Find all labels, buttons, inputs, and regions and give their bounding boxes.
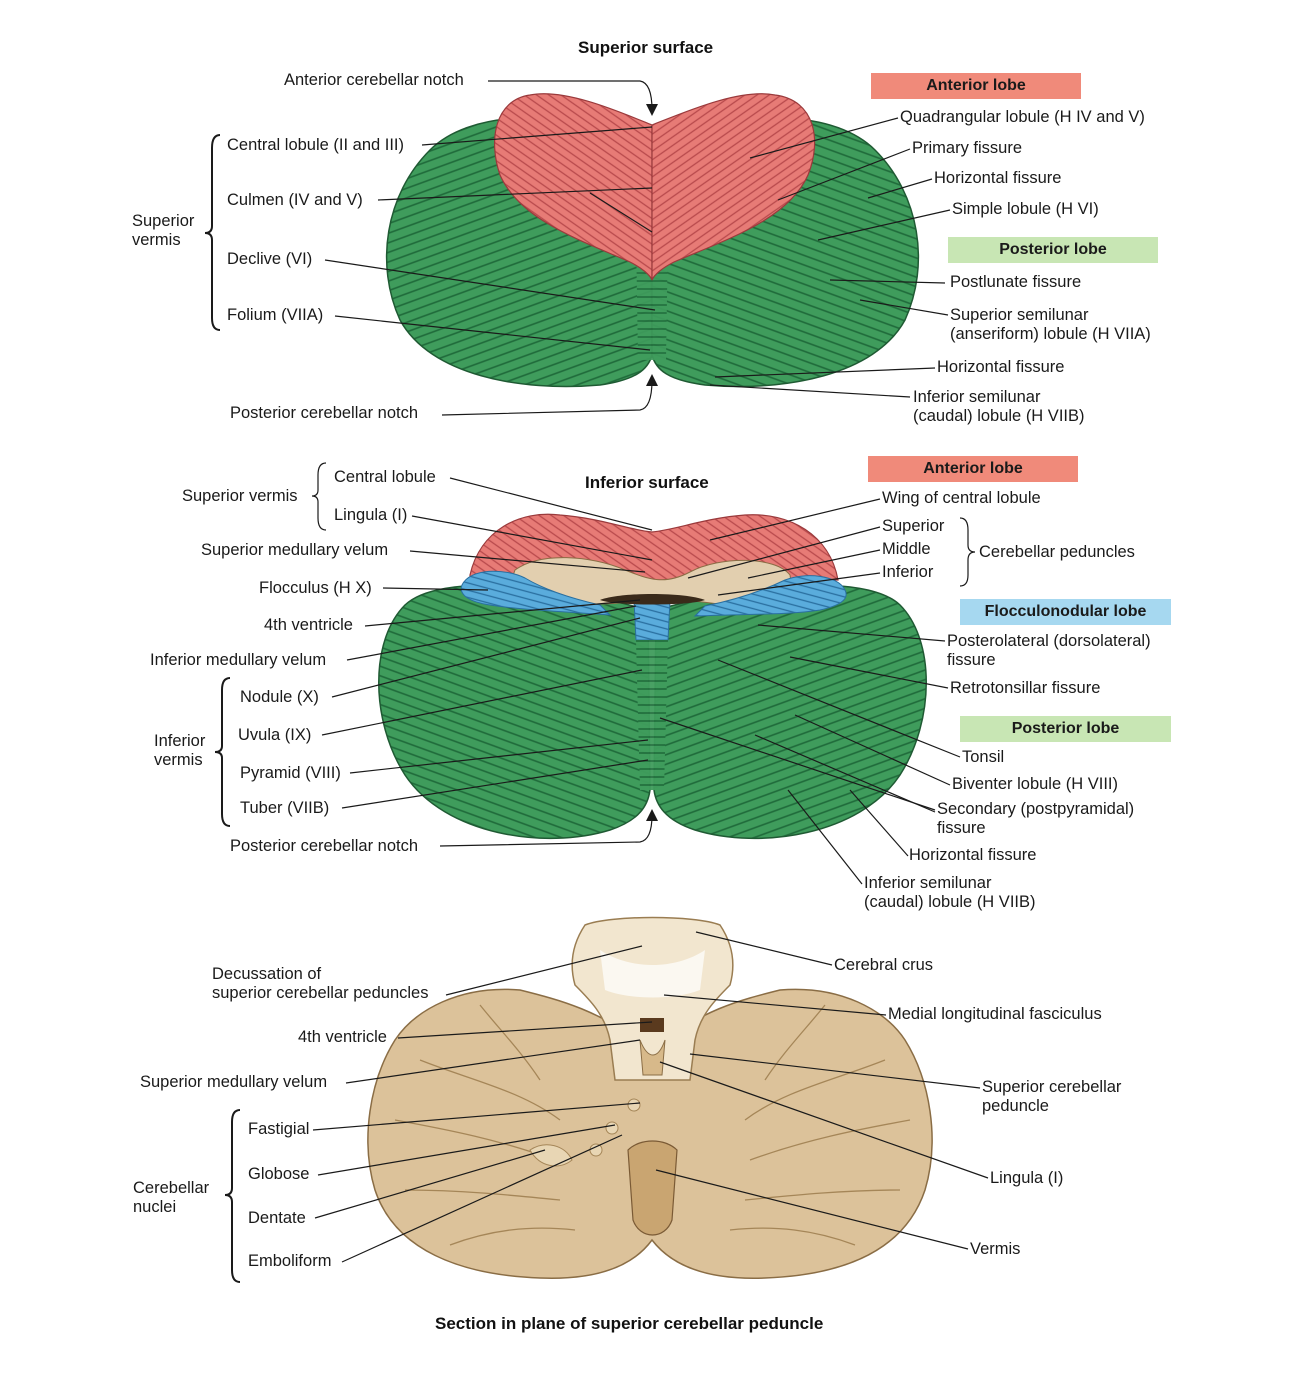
badge-anterior-lobe-superior: Anterior lobe [871,73,1081,99]
label-peduncle-superior: Superior [882,517,945,535]
section-fastigial-nucleus [627,1098,641,1112]
label-superior-semilunar-lobule: Superior semilunar (anseriform) lobule (… [950,306,1151,343]
label-horizontal-fissure-superior-2: Horizontal fissure [937,358,1065,376]
label-cerebral-crus: Cerebral crus [834,956,934,974]
label-decussation: Decussation of superior cerebellar pedun… [212,965,429,1002]
label-superior-medullary-velum-inferior: Superior medullary velum [201,541,389,559]
label-emboliform: Emboliform [248,1252,332,1270]
label-posterior-cerebellar-notch-inferior: Posterior cerebellar notch [230,837,419,855]
label-retrotonsillar-fissure: Retrotonsillar fissure [950,679,1101,697]
label-medial-longitudinal-fasciculus: Medial longitudinal fasciculus [888,1005,1102,1023]
inferior-flocculus-left [460,570,612,616]
label-flocculus: Flocculus (H X) [259,579,372,597]
label-wing-of-central-lobule: Wing of central lobule [882,489,1041,507]
label-pyramid: Pyramid (VIII) [240,764,341,782]
title-superior-surface: Superior surface [578,38,714,57]
label-uvula: Uvula (IX) [238,726,312,744]
label-cerebellar-nuclei: Cerebellar nuclei [133,1179,210,1216]
section-vermis [627,1140,678,1236]
superior-anterior-lobe-left [494,93,653,281]
section-fourth-ventricle-shape [640,1018,664,1032]
section-emboliform-nucleus [589,1143,603,1157]
label-lingula-inferior: Lingula (I) [334,506,408,524]
section-globose-nucleus [605,1121,619,1135]
label-tuber: Tuber (VIIB) [240,799,330,817]
label-nodule: Nodule (X) [240,688,319,706]
inferior-posterior-lobe-left [378,584,651,840]
title-inferior-surface: Inferior surface [585,473,709,492]
section-decussation-fibers [600,950,705,998]
label-peduncle-inferior: Inferior [882,563,934,581]
label-anterior-cerebellar-notch: Anterior cerebellar notch [284,71,464,89]
label-central-lobule-inferior: Central lobule [334,468,436,486]
label-vermis-section: Vermis [970,1240,1021,1258]
label-quadrangular-lobule: Quadrangular lobule (H IV and V) [900,108,1145,126]
label-folium: Folium (VIIA) [227,306,324,324]
inferior-posterior-lobe-right [653,584,927,840]
label-inferior-semilunar-lobule-inferior: Inferior semilunar (caudal) lobule (H VI… [864,874,1036,911]
label-fourth-ventricle-inferior: 4th ventricle [264,616,353,634]
section-drawing [367,916,933,1279]
label-fourth-ventricle-section: 4th ventricle [298,1028,387,1046]
label-culmen: Culmen (IV and V) [227,191,363,209]
label-primary-fissure: Primary fissure [912,139,1023,157]
badge-posterior-lobe-inferior: Posterior lobe [960,716,1171,742]
label-horizontal-fissure-superior-1: Horizontal fissure [934,169,1062,187]
label-inferior-semilunar-lobule-superior: Inferior semilunar (caudal) lobule (H VI… [913,388,1085,425]
badge-anterior-lobe-inferior: Anterior lobe [868,456,1078,482]
label-posterolateral-fissure: Posterolateral (dorsolateral) fissure [947,632,1151,669]
label-lingula-section: Lingula (I) [990,1169,1064,1187]
label-globose: Globose [248,1165,310,1183]
label-tonsil: Tonsil [962,748,1005,766]
section-lingula-shape [639,1039,666,1076]
inferior-vermis-strip [636,640,668,790]
label-posterior-cerebellar-notch-superior: Posterior cerebellar notch [230,404,419,422]
label-horizontal-fissure-inferior: Horizontal fissure [909,846,1037,864]
label-peduncle-middle: Middle [882,540,931,558]
label-inferior-vermis: Inferior vermis [154,732,206,769]
superior-anterior-lobe-right [651,93,816,281]
label-simple-lobule: Simple lobule (H VI) [952,200,1099,218]
label-cerebellar-peduncles: Cerebellar peduncles [979,543,1135,561]
label-secondary-fissure: Secondary (postpyramidal) fissure [937,800,1135,837]
title-section: Section in plane of superior cerebellar … [435,1314,824,1333]
label-declive: Declive (VI) [227,250,313,268]
inferior-flocculus-right [693,575,847,617]
label-inferior-medullary-velum: Inferior medullary velum [150,651,327,669]
braces [204,134,241,1283]
label-superior-cerebellar-peduncle: Superior cerebellar peduncle [982,1078,1122,1115]
label-central-lobule-superior: Central lobule (II and III) [227,136,405,154]
label-superior-medullary-velum-section: Superior medullary velum [140,1073,328,1091]
section-cerebellum [367,988,933,1279]
section-dentate-nucleus [529,1144,573,1167]
label-superior-vermis-inferior: Superior vermis [182,487,298,505]
badge-posterior-lobe-superior: Posterior lobe [948,237,1158,263]
superior-surface-drawing [385,93,920,388]
label-superior-vermis: Superior vermis [132,212,195,249]
label-dentate: Dentate [248,1209,306,1227]
label-fastigial: Fastigial [248,1120,310,1138]
leader-lines [311,80,989,1263]
label-postlunate-fissure: Postlunate fissure [950,273,1082,291]
label-biventer-lobule: Biventer lobule (H VIII) [952,775,1118,793]
badge-flocculonodular-lobe: Flocculonodular lobe [960,599,1171,625]
